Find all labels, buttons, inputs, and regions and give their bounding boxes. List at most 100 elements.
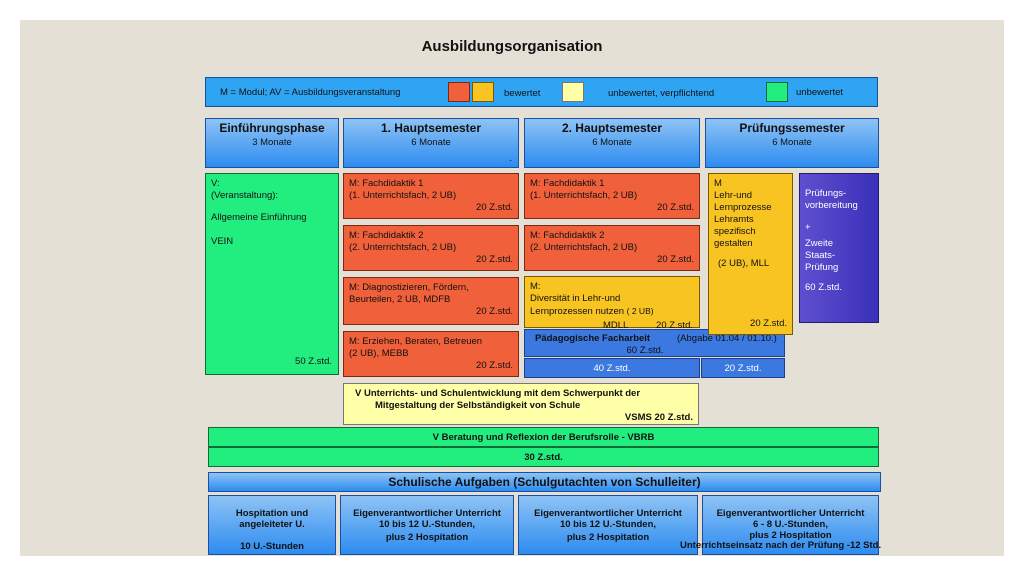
exam-hours: 60 Z.std.	[805, 282, 842, 293]
sem1-module-mdfb: M: Diagnostizieren, Fördern, Beurteilen,…	[343, 277, 519, 325]
sem2-module-fachdidaktik-1: M: Fachdidaktik 1 (1. Unterrichtsfach, 2…	[524, 173, 700, 219]
mll-line: gestalten	[714, 238, 753, 249]
legend-unrated-mandatory: unbewertet, verpflichtend	[608, 88, 715, 99]
phase-header-intro: Einführungsphase 3 Monate	[205, 118, 339, 168]
facharbeit-box: Pädagogische Facharbeit (Abgabe 01.04 / …	[524, 329, 785, 357]
school-task-sem2: Eigenverantwortlicher Unterricht 10 bis …	[518, 495, 698, 555]
facharbeit-hours: 60 Z.std.	[626, 345, 664, 356]
legend-swatch-unrated	[766, 82, 788, 102]
module-ub: ( 2 UB)	[626, 306, 654, 316]
vsms-line: V Unterrichts- und Schulentwicklung mit …	[355, 388, 641, 399]
sem2-module-mdll: M: Diversität in Lehr-und Lernprozessen …	[524, 276, 700, 331]
module-code: MDLL	[603, 320, 629, 331]
school-task-line: 6 - 8 U.-Stunden,	[753, 519, 828, 530]
school-task-line: Eigenverantwortlicher Unterricht	[353, 508, 501, 519]
legend-swatch-rated-orange	[448, 82, 470, 102]
module-detail: Beurteilen, 2 UB, MDFB	[349, 294, 451, 305]
phase-header-sem2: 2. Hauptsemester 6 Monate	[524, 118, 700, 168]
intro-line: (Veranstaltung):	[211, 190, 279, 201]
module-detail: (2 UB), MEBB	[349, 348, 409, 359]
exam-preparation: Prüfungs- vorbereitung + Zweite Staats- …	[799, 173, 879, 323]
module-detail: (1. Unterrichtsfach, 2 UB)	[530, 190, 638, 201]
phase-note: .	[509, 153, 512, 164]
legend-bar: M = Modul; AV = Ausbildungsveranstaltung…	[205, 77, 878, 107]
exam-line: Prüfungs-	[805, 188, 847, 199]
module-title: M: Fachdidaktik 2	[349, 230, 424, 241]
legend-unrated: unbewertet	[796, 87, 844, 98]
vsms-hours: VSMS 20 Z.std.	[624, 412, 693, 423]
mll-hours: 20 Z.std.	[750, 318, 787, 329]
module-detail: (2. Unterrichtsfach, 2 UB)	[349, 242, 457, 253]
module-mll: M Lehr-und Lernprozesse Lehramts spezifi…	[708, 173, 793, 335]
sem1-module-fachdidaktik-1: M: Fachdidaktik 1 (1. Unterrichtsfach, 2…	[343, 173, 519, 219]
facharbeit-title: Pädagogische Facharbeit	[535, 333, 651, 344]
sem1-module-fachdidaktik-2: M: Fachdidaktik 2 (2. Unterrichtsfach, 2…	[343, 225, 519, 271]
school-task-line: Hospitation und	[235, 508, 309, 519]
phase-title: Einführungsphase	[219, 121, 325, 135]
mll-line: M	[714, 178, 722, 189]
intro-code: VEIN	[211, 236, 234, 247]
exam-plus: +	[805, 222, 811, 233]
school-task-exam: Eigenverantwortlicher Unterricht 6 - 8 U…	[702, 495, 879, 555]
sem2-module-fachdidaktik-2: M: Fachdidaktik 2 (2. Unterrichtsfach, 2…	[524, 225, 700, 271]
mll-line: Lehr-und	[714, 190, 753, 201]
phase-title: 2. Hauptsemester	[561, 121, 663, 135]
exam-line: Prüfung	[805, 262, 839, 273]
mll-code: (2 UB), MLL	[718, 258, 770, 269]
module-vbrb: V Beratung und Reflexion der Berufsrolle…	[208, 427, 879, 447]
phase-duration: 6 Monate	[411, 137, 451, 148]
module-title: M:	[530, 281, 541, 292]
vbrb-hours: 30 Z.std.	[208, 447, 879, 467]
module-title: M: Diagnostizieren, Fördern,	[349, 282, 469, 293]
school-task-sem1: Eigenverantwortlicher Unterricht 10 bis …	[340, 495, 514, 555]
school-task-line: Eigenverantwortlicher Unterricht	[534, 508, 682, 519]
module-hours: 20 Z.std.	[476, 254, 513, 265]
school-task-hospitation: Hospitation und angeleiteter U. 10 U.-St…	[208, 495, 336, 555]
phase-title: 1. Hauptsemester	[380, 121, 482, 135]
school-task-line: plus 2 Hospitation	[566, 532, 650, 543]
phase-duration: 6 Monate	[592, 137, 632, 148]
module-detail: Diversität in Lehr-und	[530, 293, 621, 304]
module-detail: Lernprozessen nutzen ( 2 UB)	[530, 305, 694, 318]
page-title: Ausbildungsorganisation	[421, 38, 603, 55]
school-task-line: 10 bis 12 U.-Stunden,	[378, 519, 476, 530]
intro-line: Allgemeine Einführung	[211, 212, 307, 223]
phase-header-sem1: 1. Hauptsemester 6 Monate .	[343, 118, 519, 168]
facharbeit-split-a: 40 Z.std.	[524, 358, 700, 378]
module-hours: 20 Z.std.	[656, 320, 693, 331]
school-task-line: plus 2 Hospitation	[749, 530, 832, 541]
vsms-line: Mitgestaltung der Selbständigkeit von Sc…	[375, 400, 581, 411]
intro-line: V:	[211, 178, 220, 189]
school-task-hours: 10 U.-Stunden	[240, 541, 304, 552]
module-detail: (2. Unterrichtsfach, 2 UB)	[530, 242, 638, 253]
module-vsms: V Unterrichts- und Schulentwicklung mit …	[343, 383, 699, 425]
school-tasks-header: Schulische Aufgaben (Schulgutachten von …	[208, 472, 881, 492]
module-title: M: Erziehen, Beraten, Betreuen	[349, 336, 483, 347]
facharbeit-deadline: (Abgabe 01.04 / 01.10.)	[677, 333, 777, 344]
module-detail: (1. Unterrichtsfach, 2 UB)	[349, 190, 457, 201]
legend-rated: bewertet	[504, 88, 541, 99]
module-intro-vein: V: (Veranstaltung): Allgemeine Einführun…	[205, 173, 339, 375]
mll-line: Lernprozesse	[714, 202, 772, 213]
school-task-line: Eigenverantwortlicher Unterricht	[716, 508, 865, 519]
module-title: M: Fachdidaktik 1	[530, 178, 605, 189]
school-task-line: 10 bis 12 U.-Stunden,	[559, 519, 657, 530]
module-title: M: Fachdidaktik 1	[349, 178, 424, 189]
phase-header-exam: Prüfungssemester 6 Monate	[705, 118, 879, 168]
phase-duration: 6 Monate	[772, 137, 812, 148]
legend-definition: M = Modul; AV = Ausbildungsveranstaltung	[220, 87, 401, 98]
module-title: M: Fachdidaktik 2	[530, 230, 605, 241]
module-hours: 20 Z.std.	[476, 360, 513, 371]
intro-hours: 50 Z.std.	[295, 356, 332, 367]
sem1-module-mebb: M: Erziehen, Beraten, Betreuen (2 UB), M…	[343, 331, 519, 377]
legend-swatch-mandatory	[562, 82, 584, 102]
module-detail-text: Lernprozessen nutzen	[530, 306, 625, 317]
exam-line: vorbereitung	[805, 200, 858, 211]
module-hours: 20 Z.std.	[657, 254, 694, 265]
phase-duration: 3 Monate	[252, 137, 292, 148]
legend-swatch-rated-yellow	[472, 82, 494, 102]
school-task-exam-note: Unterrichtseinsatz nach der Prüfung -12 …	[680, 540, 882, 551]
exam-line: Zweite	[805, 238, 833, 249]
facharbeit-split-b: 20 Z.std.	[701, 358, 785, 378]
exam-line: Staats-	[805, 250, 836, 261]
